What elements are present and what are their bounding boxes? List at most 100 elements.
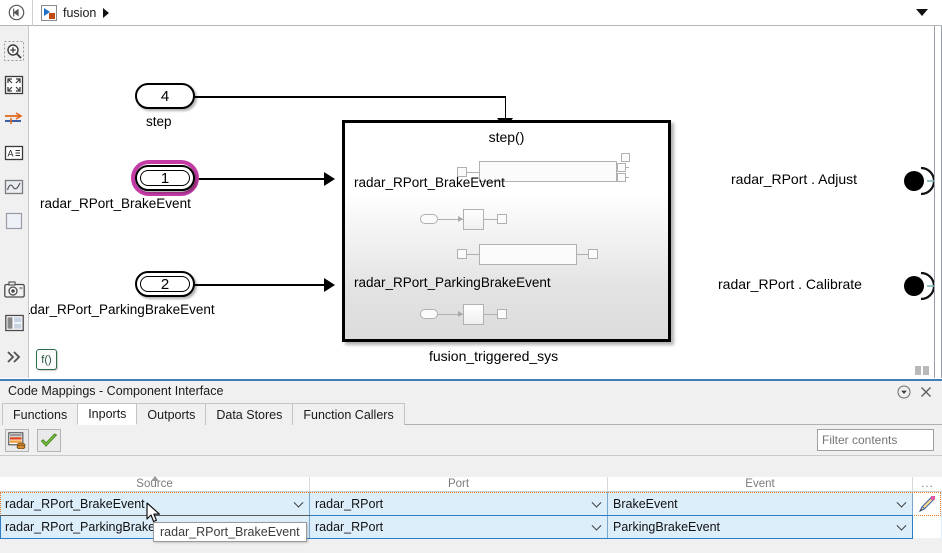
- breadcrumb-model-name[interactable]: fusion: [63, 5, 97, 20]
- cell-text: radar_RPort_ParkingBrakeEvent: [5, 519, 188, 534]
- tab-label: Functions: [13, 407, 68, 422]
- pencil-edit-icon: [918, 495, 935, 512]
- fit-to-view-icon[interactable]: [3, 74, 25, 96]
- zoom-in-icon[interactable]: [3, 40, 25, 62]
- inport-block-parking-brake-event[interactable]: 2: [135, 271, 195, 297]
- layout-icon[interactable]: [3, 312, 25, 334]
- inport-number: 2: [160, 275, 170, 293]
- cell-edit-action[interactable]: [913, 492, 941, 515]
- signal-arrow-brake-event: [324, 172, 335, 186]
- subsystem-port-label-brake-event: radar_RPort_BrakeEvent: [354, 175, 505, 190]
- panel-dropdown-icon[interactable]: [896, 384, 912, 400]
- tab-label: Data Stores: [216, 407, 283, 422]
- filter-input[interactable]: [817, 429, 934, 451]
- panel-toolstrip: [0, 425, 942, 456]
- breadcrumb-bar: fusion: [0, 0, 942, 26]
- interface-port-label-adjust: radar_RPort . Adjust: [731, 171, 858, 187]
- cell-event[interactable]: ParkingBrakeEvent: [608, 515, 913, 538]
- chevron-down-icon[interactable]: [896, 520, 907, 531]
- annotation-icon[interactable]: A: [3, 142, 25, 164]
- cell-text: radar_RPort: [315, 519, 384, 534]
- tab-functions[interactable]: Functions: [2, 403, 79, 425]
- chevron-down-icon[interactable]: [591, 520, 602, 531]
- close-icon[interactable]: [918, 384, 934, 400]
- tab-label: Function Callers: [303, 407, 394, 422]
- chevron-down-icon[interactable]: [916, 9, 928, 16]
- cell-text: ParkingBrakeEvent: [613, 519, 721, 534]
- panel-title: Code Mappings - Component Interface: [8, 384, 224, 398]
- tab-label: Outports: [147, 407, 196, 422]
- model-canvas[interactable]: 4 step 1 radar_RPort_BrakeEvent 2 radar_…: [29, 26, 942, 378]
- tab-outports[interactable]: Outports: [136, 403, 207, 425]
- chevron-down-icon[interactable]: [896, 497, 907, 508]
- back-circle-icon[interactable]: [0, 0, 32, 26]
- chevron-down-icon[interactable]: [591, 497, 602, 508]
- ball-and-socket-icon[interactable]: [897, 166, 938, 198]
- code-mappings-panel: Code Mappings - Component Interface Func…: [0, 379, 942, 553]
- inport-number: 1: [160, 169, 170, 187]
- tab-label: Inports: [88, 407, 127, 421]
- column-header-source[interactable]: Source: [0, 476, 310, 491]
- more-chevrons-icon[interactable]: [3, 346, 25, 368]
- tab-function-callers[interactable]: Function Callers: [292, 403, 405, 425]
- cell-event[interactable]: BrakeEvent: [608, 492, 913, 515]
- tab-data-stores[interactable]: Data Stores: [205, 403, 294, 425]
- subsystem-block-fusion-triggered-sys[interactable]: step() radar_RPort_BrakeEvent: [342, 120, 671, 342]
- cell-edge-marker: [0, 515, 310, 516]
- tab-inports[interactable]: Inports: [77, 403, 138, 425]
- subsystem-caption: fusion_triggered_sys: [429, 348, 559, 364]
- column-header-more[interactable]: ...: [913, 477, 942, 491]
- cell-source[interactable]: radar_RPort_BrakeEvent: [0, 492, 310, 515]
- inport-label-brake-event: radar_RPort_BrakeEvent: [40, 196, 191, 211]
- scope-icon[interactable]: [3, 176, 25, 198]
- column-label: Port: [447, 478, 470, 490]
- chevron-down-icon[interactable]: [293, 497, 304, 508]
- svg-text:A: A: [8, 149, 14, 159]
- cell-text: radar_RPort: [315, 496, 384, 511]
- column-header-port[interactable]: Port: [310, 477, 608, 491]
- signal-line-step-vertical: [504, 96, 507, 120]
- signal-line-step: [194, 96, 506, 98]
- signal-routing-icon[interactable]: [3, 108, 25, 130]
- cell-tooltip: radar_RPort_BrakeEvent: [153, 522, 307, 542]
- simulink-model-icon: [41, 4, 57, 21]
- column-label: Event: [745, 478, 775, 490]
- column-header-event[interactable]: Event: [608, 477, 913, 491]
- inports-mapping-table: Source Port Event ... radar_RPort_BrakeE…: [0, 476, 942, 539]
- ball-and-socket-icon[interactable]: [897, 271, 938, 303]
- table-row[interactable]: radar_RPort_BrakeEvent radar_RPort Brake…: [0, 492, 942, 515]
- signal-line-parking-brake-event: [194, 284, 325, 286]
- sort-ascending-icon: [150, 476, 159, 481]
- area-icon[interactable]: [3, 210, 25, 232]
- code-mappings-icon[interactable]: [5, 429, 29, 452]
- subsystem-port-label-parking-brake-event: radar_RPort_ParkingBrakeEvent: [354, 275, 551, 290]
- breadcrumb-arrow-icon: [103, 7, 110, 18]
- camera-icon[interactable]: [3, 278, 25, 300]
- column-label: Source: [136, 478, 173, 490]
- cell-port[interactable]: radar_RPort: [310, 492, 608, 515]
- signal-line-brake-event: [194, 178, 325, 180]
- cell-source[interactable]: radar_RPort_ParkingBrakeEvent: [0, 515, 310, 538]
- panel-tabs: Functions Inports Outports Data Stores F…: [2, 403, 942, 425]
- inport-block-brake-event[interactable]: 1: [135, 165, 195, 191]
- table-row[interactable]: radar_RPort_ParkingBrakeEvent radar_RPor…: [0, 515, 942, 538]
- inport-label-parking-brake-event: radar_RPort_ParkingBrakeEvent: [29, 302, 215, 317]
- cell-port[interactable]: radar_RPort: [310, 515, 608, 538]
- function-badge[interactable]: f(): [36, 349, 57, 370]
- canvas-right-edge: [934, 26, 941, 378]
- breadcrumb-divider: [32, 0, 33, 26]
- cell-edit-action[interactable]: [913, 515, 941, 538]
- signal-arrow-parking-brake-event: [324, 278, 335, 292]
- table-header-row: Source Port Event ...: [0, 476, 942, 492]
- validate-check-icon[interactable]: [37, 429, 61, 452]
- column-label: ...: [921, 478, 934, 490]
- resize-grip-icon[interactable]: [915, 366, 937, 375]
- inport-block-step[interactable]: 4: [135, 83, 195, 109]
- inport-number: 4: [160, 87, 170, 105]
- subsystem-title: step(): [488, 129, 525, 145]
- inport-label-step: step: [146, 114, 172, 129]
- interface-port-label-calibrate: radar_RPort . Calibrate: [718, 276, 862, 292]
- cell-text: radar_RPort_BrakeEvent: [5, 496, 145, 511]
- cell-text: BrakeEvent: [613, 496, 678, 511]
